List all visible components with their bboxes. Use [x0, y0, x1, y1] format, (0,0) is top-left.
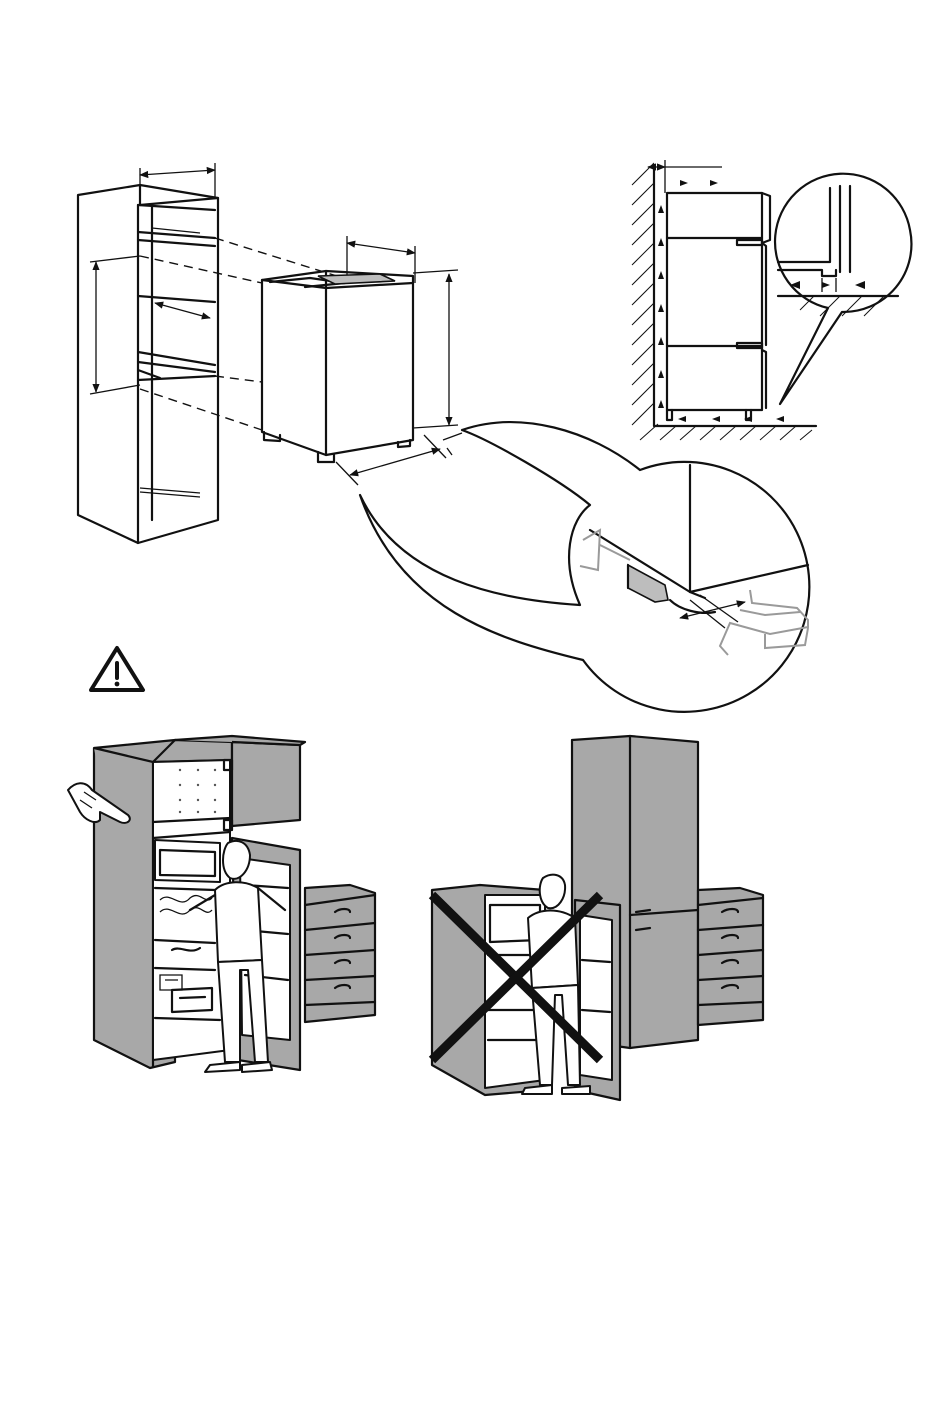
- correct-installation-scene: [68, 736, 375, 1072]
- incorrect-installation-scene: [432, 736, 763, 1100]
- foot-detail-drawing: [360, 422, 809, 712]
- warning-triangle-icon: [91, 648, 143, 690]
- ventilation-section-drawing: [632, 160, 911, 440]
- appliance-drawing: [262, 236, 462, 485]
- cabinet-niche-drawing: [78, 163, 218, 543]
- fitting-guide-lines: [140, 238, 340, 430]
